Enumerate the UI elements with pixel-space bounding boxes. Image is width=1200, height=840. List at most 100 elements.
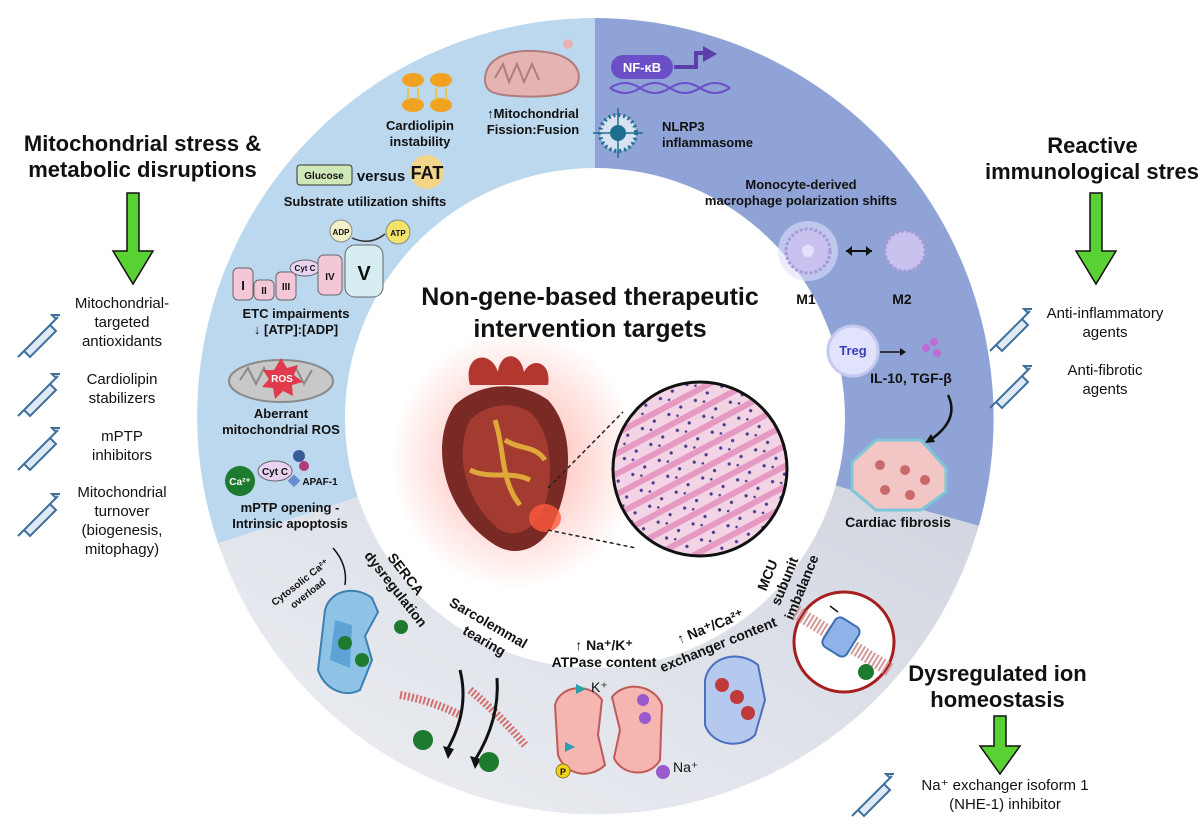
nfkb-icon: NF-κB (609, 46, 731, 94)
therapy-nhe1-inhibitor: Na⁺ exchanger isoform 1 (NHE-1) inhibito… (895, 776, 1115, 814)
na-label: Na⁺ (673, 759, 698, 775)
p-label: P (560, 767, 566, 777)
therapy-cardiolipin-stabilizers: Cardiolipin stabilizers (62, 370, 182, 408)
syringe-icon (17, 427, 60, 472)
therapy-anti-inflammatory: Anti-inflammatory agents (1030, 304, 1180, 342)
treg-icon: Treg (826, 324, 941, 378)
cardiolipin-label-1: Cardiolipin (386, 118, 454, 133)
mito-heading-line1: Mitochondrial stress & (23, 131, 262, 156)
therapy-line: (biogenesis, (81, 522, 163, 539)
mitochondrion-fission-icon (483, 39, 580, 98)
ncx-exchanger-icon (704, 655, 767, 745)
m1-label: M1 (796, 291, 816, 307)
apaf-label: APAF-1 (302, 477, 338, 488)
ion-arrow-icon (978, 715, 1022, 776)
nlrp3-label-1: NLRP3 (662, 119, 705, 134)
mito-arrow-icon (111, 192, 155, 286)
cytc-label: Cyt C (295, 264, 316, 273)
macrophage-icons (778, 221, 927, 281)
m2-label: M2 (892, 291, 912, 307)
immune-category-heading: Reactive immunological stress (985, 133, 1200, 185)
therapy-line: targeted (94, 314, 150, 331)
nlrp3-label-2: inflammasome (662, 135, 753, 150)
adp-label: ADP (333, 228, 351, 237)
ros-label: ROS (271, 374, 293, 385)
versus-label: versus (357, 168, 405, 185)
histology-inset (547, 380, 789, 558)
fibrosis-arrow (929, 394, 953, 442)
therapy-line: inhibitors (91, 447, 153, 464)
cardiolipin-icon (402, 73, 452, 112)
immune-arrow-icon (1074, 192, 1118, 286)
complex-3-label: III (282, 282, 291, 293)
therapy-anti-fibrotic: Anti-fibrotic agents (1030, 361, 1180, 399)
il10-label: IL-10, TGF-β (870, 370, 952, 386)
therapy-line: Anti-inflammatory (1046, 305, 1164, 322)
ros-caption-2: mitochondrial ROS (222, 422, 340, 437)
therapy-line: (NHE-1) inhibitor (949, 796, 1061, 813)
apoptosis-icon: Ca²⁺ Cyt C APAF-1 (225, 450, 338, 496)
therapy-line: mitophagy) (84, 541, 160, 558)
ion-category-heading: Dysregulated ion homeostasis (895, 661, 1100, 713)
etc-label-1: ETC impairments (243, 306, 350, 321)
nak-label-2: ATPase content (552, 654, 657, 670)
complex-5-label: V (357, 263, 371, 285)
fibrosis-arrowhead (925, 434, 935, 443)
heart-illustration (390, 330, 640, 590)
therapy-mito-turnover: Mitochondrial turnover (biogenesis, mito… (62, 483, 182, 559)
ros-mitochondrion-icon: ROS (228, 358, 334, 403)
therapy-line: Mitochondrial- (74, 295, 170, 312)
syringe-icon (989, 308, 1032, 353)
serca-pump-icon (316, 589, 408, 695)
na-k-atpase-icon: P (553, 684, 670, 779)
complex-1-label: I (241, 278, 245, 293)
syringe-icon (17, 373, 60, 418)
fibrosis-label: Cardiac fibrosis (845, 514, 951, 530)
fat-label: FAT (411, 163, 444, 183)
therapy-line: stabilizers (88, 390, 156, 407)
cardiolipin-label-2: instability (390, 134, 451, 149)
mptp-label-2: Intrinsic apoptosis (232, 516, 348, 531)
syringe-icon (17, 493, 60, 538)
mito-heading-line2: metabolic disruptions (28, 157, 257, 182)
etc-complexes-icon: I II III Cyt C IV V (232, 244, 384, 301)
ion-heading-line1: Dysregulated ion (908, 661, 1087, 686)
adp-atp-icon: ADP ATP (329, 219, 411, 245)
immune-heading-line2: immunological stress (985, 159, 1200, 184)
therapy-line: agents (1082, 324, 1128, 341)
therapy-line: agents (1082, 381, 1128, 398)
fat-icon: FAT (410, 155, 444, 189)
mito-category-heading: Mitochondrial stress & metabolic disrupt… (10, 131, 275, 183)
therapy-mito-antioxidants: Mitochondrial- targeted antioxidants (62, 294, 182, 351)
glucose-box: Glucose (296, 164, 353, 186)
immune-heading-line1: Reactive (1047, 133, 1138, 158)
mono-label-2: macrophage polarization shifts (705, 193, 897, 208)
syringe-icon (989, 365, 1032, 410)
center-title-line1: Non-gene-based therapeutic (421, 283, 759, 311)
cytc2-label: Cyt C (262, 467, 288, 478)
therapy-line: turnover (94, 503, 150, 520)
cytosolic-arrow (332, 547, 347, 586)
therapy-mptp-inhibitors: mPTP inhibitors (62, 427, 182, 465)
therapy-line: Na⁺ exchanger isoform 1 (921, 777, 1089, 794)
nfkb-label: NF-κB (623, 60, 661, 75)
complex-2-label: II (261, 286, 267, 297)
therapy-line: mPTP (101, 428, 143, 445)
syringe-icon (851, 773, 894, 818)
mono-label-1: Monocyte-derived (745, 177, 856, 192)
therapy-line: Mitochondrial (77, 484, 167, 501)
cardiac-fibrosis-icon (850, 438, 948, 512)
therapy-line: antioxidants (81, 333, 163, 350)
nak-label-1: ↑ Na⁺/K⁺ (575, 637, 633, 653)
syringe-icon (17, 314, 60, 359)
fission-label-2: Fission:Fusion (487, 122, 580, 137)
glucose-label: Glucose (304, 171, 344, 182)
therapy-line: Cardiolipin (86, 371, 158, 388)
nlrp3-inflammasome-icon (593, 108, 643, 158)
atp-label: ATP (390, 229, 406, 238)
mptp-label-1: mPTP opening - (241, 500, 340, 515)
treg-label: Treg (839, 343, 867, 358)
substrate-label: Substrate utilization shifts (284, 194, 447, 209)
ion-heading-line2: homeostasis (930, 687, 1065, 712)
fission-label-1: ↑Mitochondrial (487, 106, 579, 121)
